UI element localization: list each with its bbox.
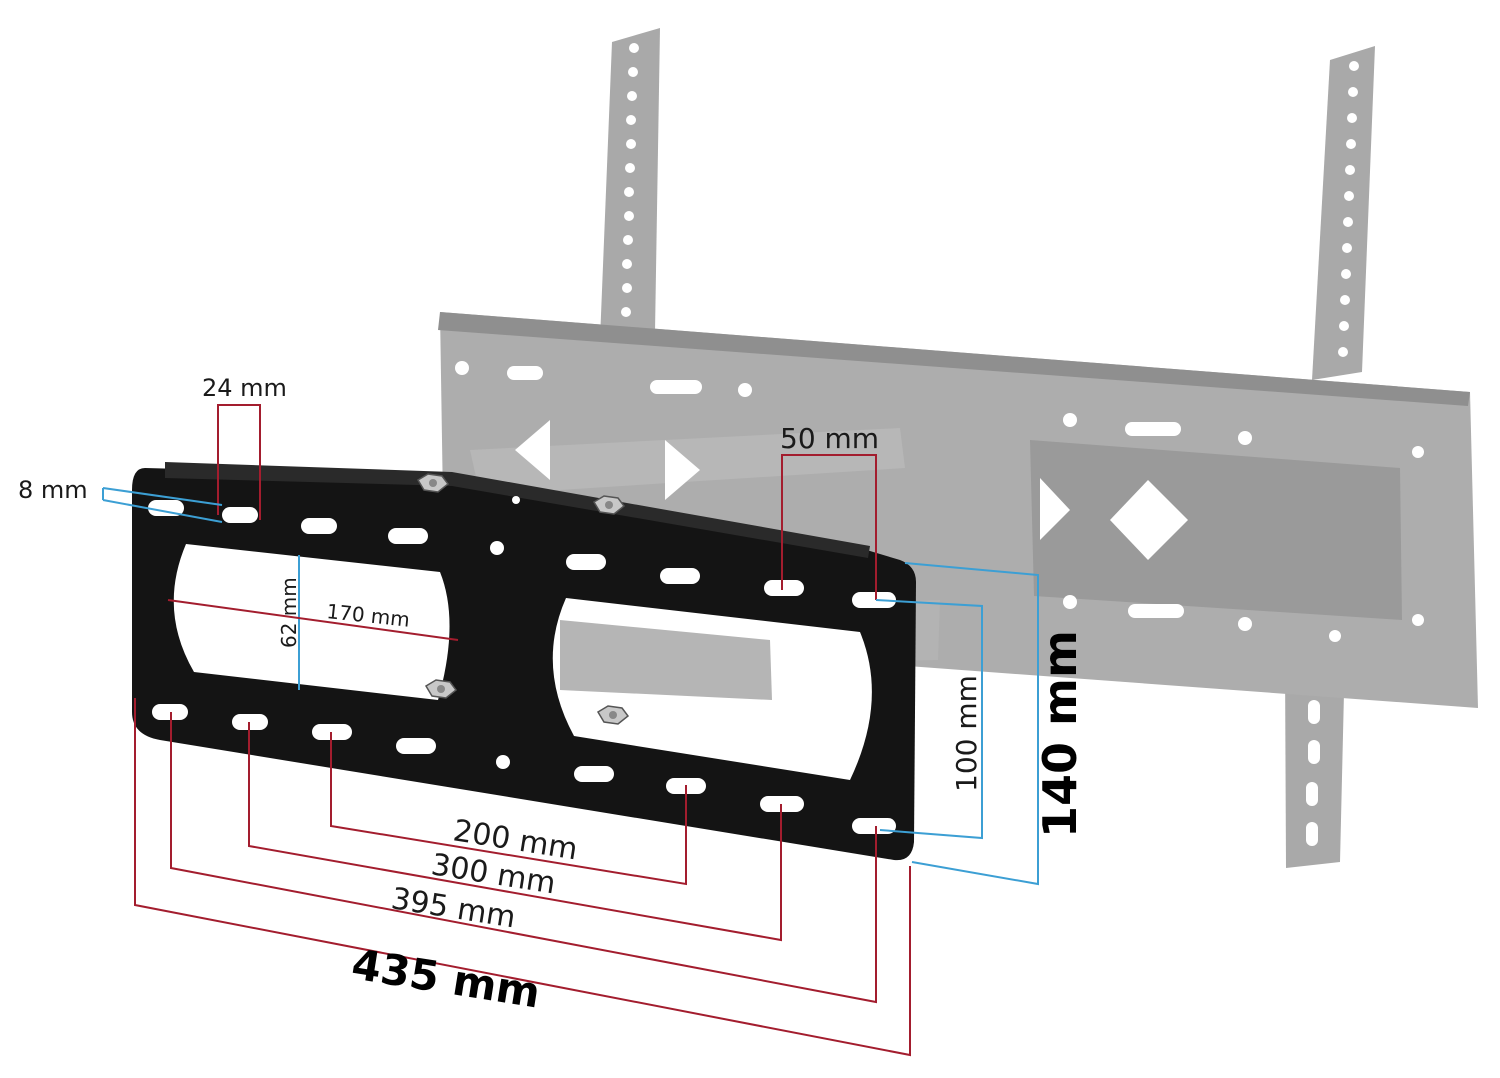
dim-line-8mm bbox=[102, 487, 223, 523]
plate-center-hole bbox=[496, 755, 510, 769]
label-50mm: 50 mm bbox=[780, 422, 879, 455]
ghost-triangle-1 bbox=[1040, 478, 1070, 540]
hex-bolt-icon bbox=[424, 679, 458, 699]
plate-top-center-hole bbox=[512, 496, 520, 504]
ghost-diamond-1 bbox=[1110, 480, 1188, 560]
label-100mm: 100 mm bbox=[950, 675, 983, 792]
ghost-slot bbox=[507, 366, 543, 380]
dim-line-435mm bbox=[134, 698, 911, 1057]
ghost-top-rail bbox=[438, 312, 1470, 406]
ghost-triangle-3 bbox=[515, 420, 550, 480]
dim-line-395mm bbox=[170, 712, 877, 1004]
dim-line-24mm bbox=[217, 404, 261, 520]
hex-bolt-icon bbox=[596, 705, 630, 725]
dim-line-100mm bbox=[875, 599, 983, 840]
dim-line-170mm bbox=[167, 599, 459, 641]
ghost-right-lower-holes bbox=[1306, 700, 1320, 846]
label-62mm: 62 mm bbox=[277, 577, 301, 648]
hex-bolt-icon bbox=[416, 473, 450, 493]
dim-line-50mm bbox=[781, 454, 877, 600]
plate-top-slots bbox=[148, 500, 896, 608]
label-24mm: 24 mm bbox=[202, 374, 287, 402]
plate-center-hole bbox=[490, 541, 504, 555]
dim-line-200mm bbox=[330, 732, 687, 886]
ghost-holes bbox=[455, 361, 1424, 642]
ghost-right-arm-holes bbox=[1338, 61, 1359, 357]
label-8mm: 8 mm bbox=[18, 476, 88, 504]
ghost-left-arm bbox=[600, 28, 660, 340]
plate-top-flange bbox=[165, 462, 870, 558]
label-140mm: 140 mm bbox=[1033, 630, 1087, 838]
dim-line-140mm bbox=[904, 562, 1039, 886]
ghost-slot bbox=[1128, 604, 1184, 618]
ghost-inner-panel bbox=[1030, 440, 1402, 620]
dimension-lines bbox=[102, 404, 1039, 1057]
visible-arm-through-opening bbox=[560, 620, 772, 700]
ghost-slot bbox=[1125, 422, 1181, 436]
ghost-triangle-2 bbox=[665, 440, 700, 500]
visible-arm-strip bbox=[575, 700, 852, 770]
ghost-slot bbox=[650, 380, 702, 394]
label-435mm: 435 mm bbox=[348, 939, 543, 1017]
plate-opening-left bbox=[173, 544, 450, 700]
hex-bolt-icon bbox=[592, 495, 626, 515]
ghost-left-arm-holes bbox=[621, 43, 639, 317]
dim-line-300mm bbox=[248, 722, 782, 942]
ghost-right-arm bbox=[1312, 46, 1375, 380]
